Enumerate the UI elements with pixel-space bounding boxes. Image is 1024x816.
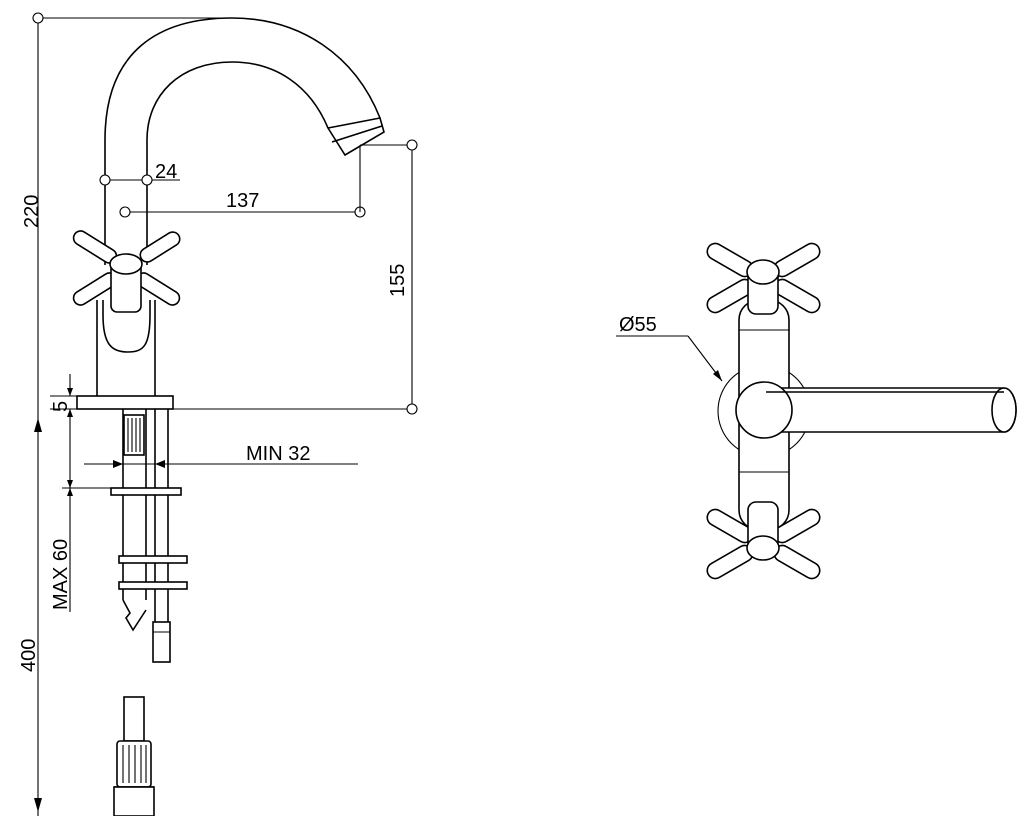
hose-connector [113,696,155,816]
dim-24: 24 [155,161,177,183]
cross-handle-side [72,230,181,313]
cross-handle-top-upper [706,242,821,315]
dim-diameter-55: Ø55 [619,314,657,336]
mounting-shank [110,409,188,663]
dim-min-32: MIN 32 [246,443,310,465]
top-view: Ø55 [616,242,1017,580]
top-spout [735,381,1017,439]
dim-max-60: MAX 60 [50,539,72,610]
dim-5: 5 [50,401,72,412]
dim-leader [616,335,723,382]
base-plate [76,395,174,410]
cross-handle-top-lower [706,501,821,580]
dim-400: 400 [18,639,40,672]
dim-155: 155 [387,264,409,297]
spout [104,17,385,265]
dim-220: 220 [21,195,43,228]
side-view: 220 24 137 155 5 MIN 32 MAX 60 400 [18,12,418,816]
tap-body [96,300,156,396]
dimension-lines [32,12,418,816]
dim-137: 137 [226,190,259,212]
